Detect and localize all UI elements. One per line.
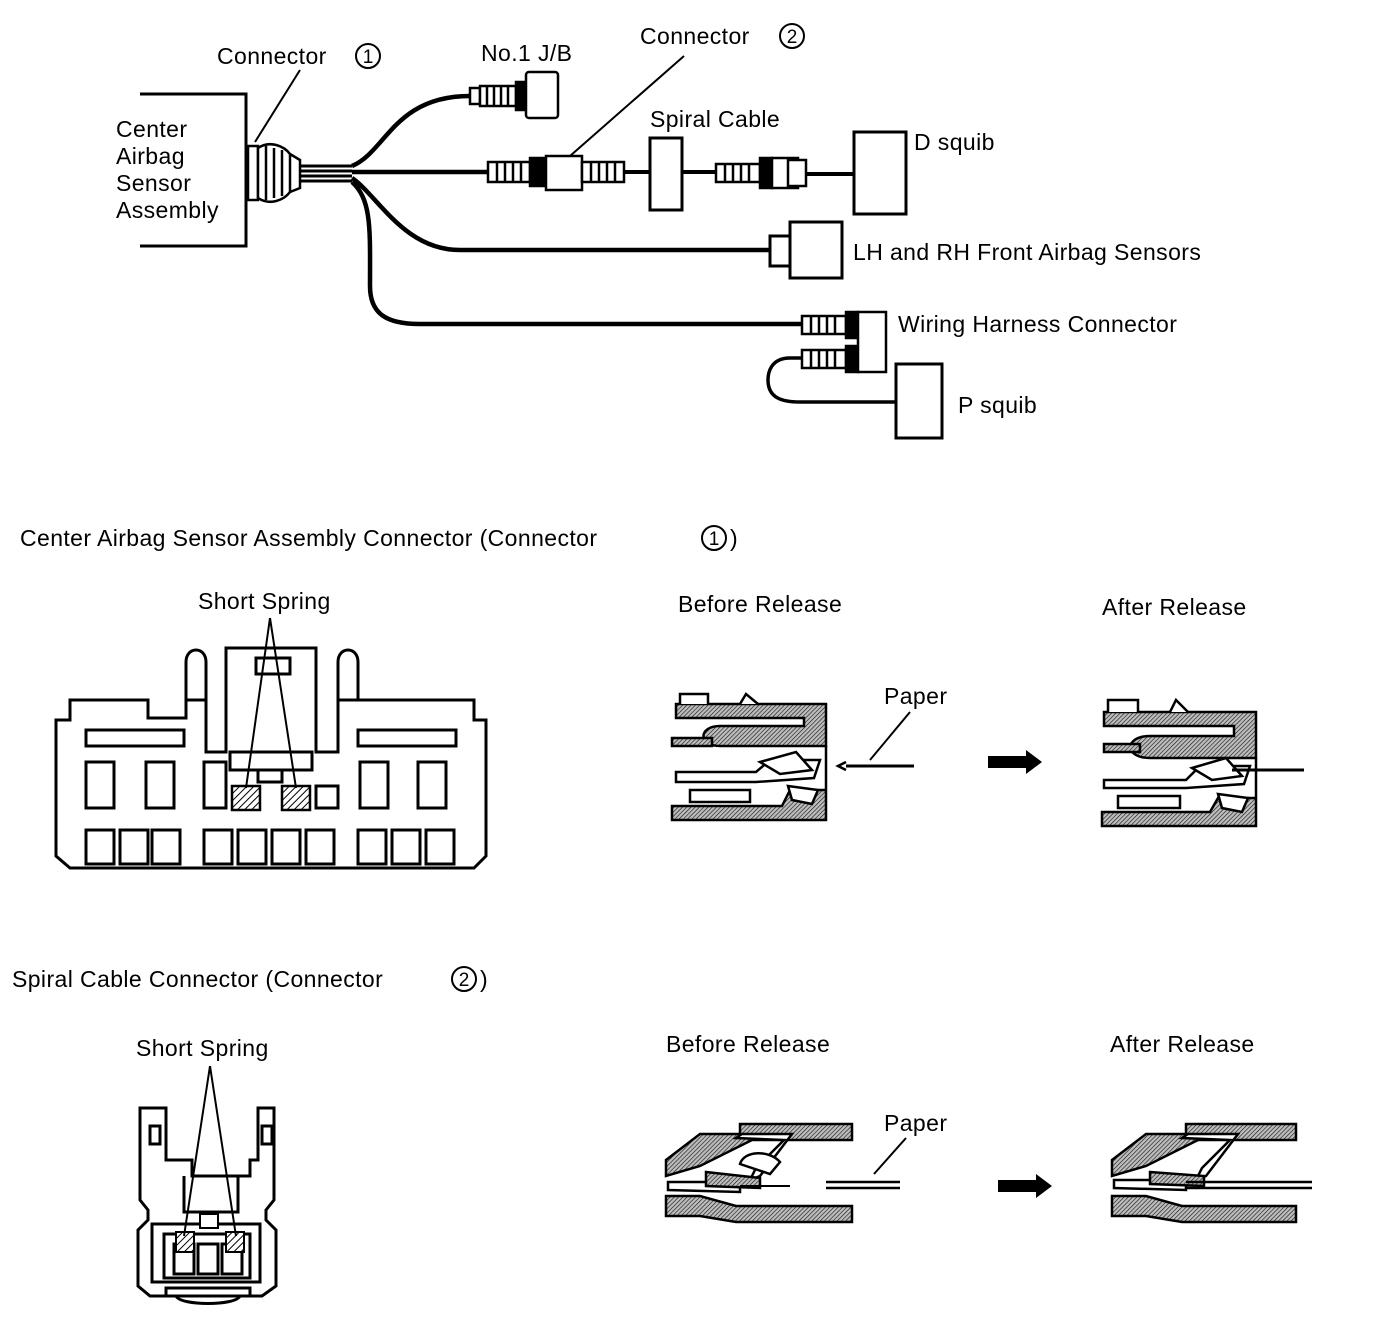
d-squib-label: D squib (914, 129, 995, 155)
short-spring-leaders-1 (245, 617, 297, 789)
release-before-2 (664, 1122, 907, 1224)
connector-2-face (136, 1106, 278, 1305)
paper-label-2: Paper (884, 1110, 948, 1136)
section-2-title-end: ) (480, 966, 489, 992)
short-spring-1a (230, 784, 262, 812)
spiral-cable-label: Spiral Cable (650, 106, 781, 132)
front-sensors-label: LH and RH Front Airbag Sensors (853, 239, 1202, 265)
short-spring-1b (280, 784, 312, 812)
svg-text:1: 1 (363, 47, 374, 68)
release-arrow-2 (998, 1174, 1052, 1198)
circle-number-section-2: 2 (451, 966, 477, 992)
jb-label: No.1 J/B (481, 40, 573, 66)
leader-connector-1 (254, 69, 301, 143)
connector-2-label: Connector (640, 23, 750, 49)
release-after-1 (1100, 697, 1304, 828)
svg-text:2: 2 (459, 970, 470, 991)
release-arrow-1 (988, 750, 1042, 774)
circle-number-section-1: 1 (701, 525, 727, 551)
after-release-label-1: After Release (1102, 594, 1247, 620)
connector-1-label: Connector (217, 43, 327, 69)
svg-text:2: 2 (787, 27, 798, 48)
wire-bundle (300, 164, 352, 183)
paper-label-1: Paper (884, 683, 948, 709)
harness-connector (800, 310, 888, 374)
jb-connector (468, 70, 560, 120)
spiral-cable-box (648, 136, 684, 212)
release-after-2 (1110, 1122, 1312, 1224)
before-release-label-2: Before Release (666, 1031, 831, 1057)
circle-number-connector-1: 1 (355, 43, 381, 69)
p-squib-label: P squib (958, 392, 1038, 418)
section-2-title: Spiral Cable Connector (Connector (12, 966, 384, 992)
p-squib-wire (766, 356, 896, 404)
after-release-label-2: After Release (1110, 1031, 1255, 1057)
center-sensor-outline (140, 92, 248, 248)
center-sensor-label: Center Airbag Sensor Assembly (116, 116, 219, 223)
connector-1-boot (246, 143, 302, 203)
wires (350, 93, 802, 327)
section-1-title-end: ) (730, 525, 739, 551)
d-squib-box (852, 130, 908, 216)
release-before-1 (670, 692, 914, 822)
front-sensor-connector (768, 220, 844, 280)
section-1-title: Center Airbag Sensor Assembly Connector … (20, 525, 598, 551)
circle-number-connector-2: 2 (779, 23, 805, 49)
p-squib-box (894, 362, 944, 440)
before-release-label-1: Before Release (678, 591, 843, 617)
connector-2-chain (486, 154, 626, 192)
short-spring-label-2: Short Spring (136, 1035, 269, 1061)
short-spring-leaders-2 (183, 1065, 237, 1237)
leader-connector-2 (569, 55, 685, 157)
svg-text:1: 1 (709, 529, 720, 550)
d-squib-connector (714, 156, 808, 190)
harness-connector-label: Wiring Harness Connector (898, 311, 1178, 337)
connector-1-face (54, 646, 488, 870)
short-spring-label-1: Short Spring (198, 588, 331, 614)
